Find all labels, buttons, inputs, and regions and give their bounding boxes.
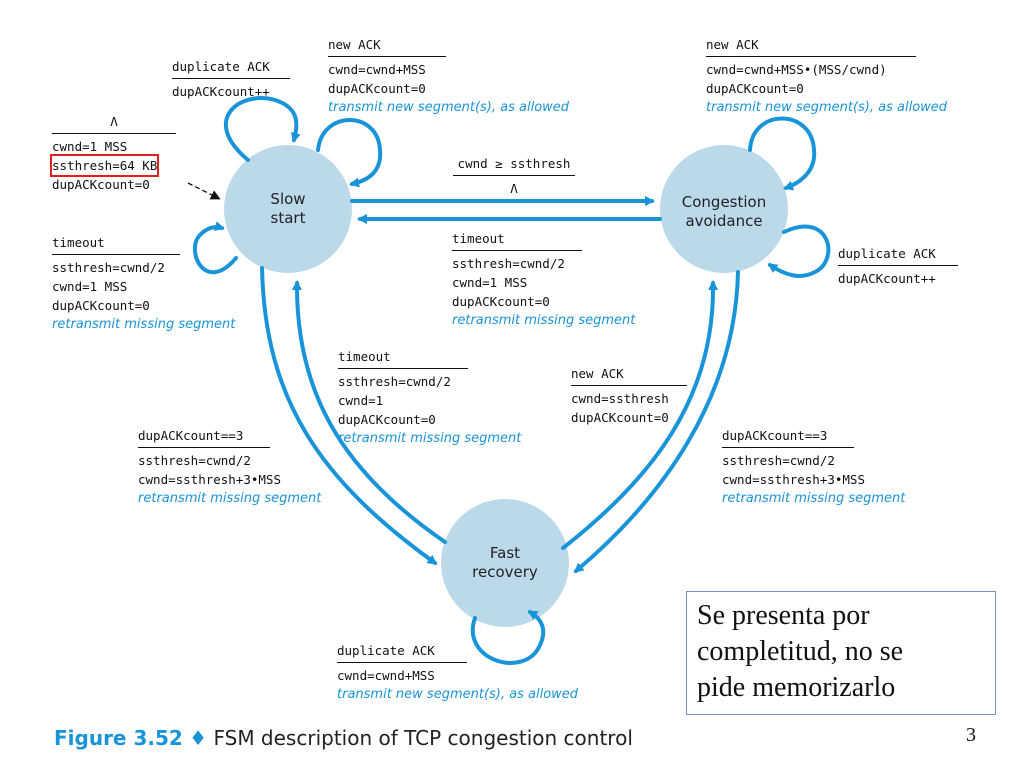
action-note: transmit new segment(s), as allowed	[328, 100, 570, 115]
note-box: Se presenta por completitud, no se pide …	[686, 591, 996, 715]
state-congestion-avoidance	[660, 145, 788, 273]
action-line: dupACKcount=0	[338, 412, 436, 427]
figure-number: Figure 3.52	[54, 726, 183, 750]
event-text: duplicate ACK	[838, 244, 958, 266]
event-text: cwnd ≥ ssthresh	[453, 154, 575, 176]
action-note: retransmit missing segment	[138, 491, 322, 506]
action-line: dupACKcount++	[838, 271, 936, 286]
action-note: transmit new segment(s), as allowed	[706, 100, 948, 115]
diamond-icon: ♦	[189, 726, 208, 750]
action-note: retransmit missing segment	[452, 313, 636, 328]
state-text-line1: Slow	[270, 190, 306, 208]
action-line: dupACKcount=0	[452, 294, 550, 309]
loop-ss-dupack	[223, 96, 301, 162]
action-line: cwnd=1 MSS	[452, 275, 528, 290]
label-ss-to-fr: dupACKcount==3 ssthresh=cwnd/2 cwnd=ssth…	[138, 426, 322, 508]
label-fr-to-ca-newack: new ACK cwnd=ssthresh dupACKcount=0	[571, 364, 687, 427]
event-text: dupACKcount==3	[722, 426, 854, 448]
note-line: Se presenta por	[697, 600, 870, 631]
action-line: Λ	[510, 181, 518, 196]
action-line: ssthresh=cwnd/2	[338, 374, 451, 389]
action-line: cwnd=1 MSS	[52, 139, 128, 154]
label-fr-to-ss-timeout: timeout ssthresh=cwnd/2 cwnd=1 dupACKcou…	[338, 347, 522, 448]
event-text: new ACK	[571, 364, 687, 386]
action-line: cwnd=cwnd+MSS	[337, 668, 435, 683]
action-line: dupACKcount=0	[706, 81, 804, 96]
action-line: ssthresh=cwnd/2	[138, 453, 251, 468]
state-fast-recovery	[441, 499, 569, 627]
loop-fr-dupack	[470, 610, 546, 665]
label-ca-to-ss-timeout: timeout ssthresh=cwnd/2 cwnd=1 MSS dupAC…	[452, 229, 636, 330]
action-line: cwnd=ssthresh	[571, 391, 669, 406]
action-note: retransmit missing segment	[338, 431, 522, 446]
event-text: new ACK	[706, 35, 916, 57]
label-fr-dupack: duplicate ACK cwnd=cwnd+MSS transmit new…	[337, 641, 579, 704]
initial-arrow	[187, 182, 221, 200]
state-label-congestion-avoidance: Congestion avoidance	[664, 193, 784, 231]
action-line: cwnd=ssthresh+3•MSS	[722, 472, 865, 487]
figure-caption: Figure 3.52 ♦ FSM description of TCP con…	[54, 726, 633, 750]
arrow-fr-to-ca	[561, 280, 719, 550]
state-text-line1: Fast	[489, 544, 521, 562]
action-note: retransmit missing segment	[722, 491, 906, 506]
loop-ss-newack	[316, 118, 383, 188]
event-text: timeout	[338, 347, 468, 369]
note-line: pide memorizarlo	[697, 672, 896, 703]
action-line: ssthresh=cwnd/2	[452, 256, 565, 271]
action-line: ssthresh=cwnd/2	[52, 260, 165, 275]
arrow-fr-to-ss	[291, 280, 447, 544]
action-line: cwnd=ssthresh+3•MSS	[138, 472, 281, 487]
state-text-line2: start	[270, 209, 306, 227]
event-text: dupACKcount==3	[138, 426, 270, 448]
action-line: dupACKcount=0	[328, 81, 426, 96]
label-ca-newack: new ACK cwnd=cwnd+MSS•(MSS/cwnd) dupACKc…	[706, 35, 948, 117]
state-slow-start	[224, 145, 352, 273]
event-text: new ACK	[328, 35, 446, 57]
state-text-line1: Congestion	[681, 193, 767, 211]
label-ss-newack: new ACK cwnd=cwnd+MSS dupACKcount=0 tran…	[328, 35, 570, 117]
event-text: Λ	[52, 112, 176, 134]
event-text: duplicate ACK	[172, 57, 290, 79]
label-init: Λ cwnd=1 MSS ssthresh=64 KB dupACKcount=…	[49, 112, 176, 194]
action-note: retransmit missing segment	[52, 317, 236, 332]
state-label-fast-recovery: Fast recovery	[455, 544, 555, 582]
action-line: dupACKcount=0	[571, 410, 669, 425]
label-ss-timeout: timeout ssthresh=cwnd/2 cwnd=1 MSS dupAC…	[52, 233, 236, 334]
action-line: dupACKcount++	[172, 84, 270, 99]
ssthresh-highlight: ssthresh=64 KB	[49, 154, 160, 177]
event-text: timeout	[452, 229, 582, 251]
state-label-slow-start: Slow start	[238, 190, 338, 228]
action-line: cwnd=1	[338, 393, 384, 408]
label-ca-dupack: duplicate ACK dupACKcount++	[838, 244, 958, 288]
action-line: dupACKcount=0	[52, 298, 150, 313]
event-text: timeout	[52, 233, 180, 255]
loop-ca-dupack	[767, 224, 831, 278]
event-text: duplicate ACK	[337, 641, 467, 663]
caption-text: FSM description of TCP congestion contro…	[213, 726, 633, 750]
loop-ca-newack	[748, 116, 817, 191]
action-line: cwnd=1 MSS	[52, 279, 128, 294]
page-number: 3	[966, 724, 976, 746]
label-ca-to-fr: dupACKcount==3 ssthresh=cwnd/2 cwnd=ssth…	[722, 426, 906, 508]
label-ss-dupack: duplicate ACK dupACKcount++	[172, 57, 290, 101]
loop-ss-timeout	[193, 221, 238, 275]
arrow-ss-to-fr	[260, 266, 438, 565]
note-line: completitud, no se	[697, 636, 904, 667]
label-ss-to-ca: cwnd ≥ ssthresh Λ	[453, 154, 575, 198]
action-note: transmit new segment(s), as allowed	[337, 687, 579, 702]
action-line: cwnd=cwnd+MSS	[328, 62, 426, 77]
state-text-line2: avoidance	[685, 212, 763, 230]
state-text-line2: recovery	[472, 563, 538, 581]
arrow-ca-to-fr	[573, 270, 740, 573]
action-line: cwnd=cwnd+MSS•(MSS/cwnd)	[706, 62, 887, 77]
action-line: ssthresh=cwnd/2	[722, 453, 835, 468]
action-line: dupACKcount=0	[52, 177, 150, 192]
